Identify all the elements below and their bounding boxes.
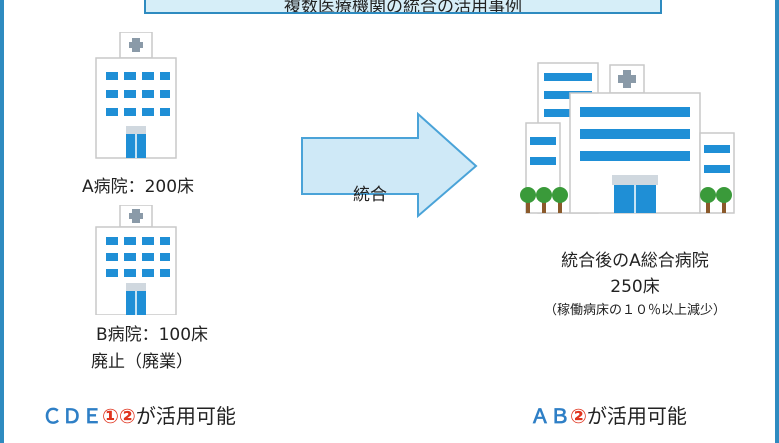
hospital-b-status: 廃止（廃業） <box>91 352 193 372</box>
usage-left-marks: ①② <box>102 404 136 428</box>
usage-right-measures: ＡＢ <box>530 404 570 428</box>
usage-right: ＡＢ②が活用可能 <box>530 400 687 429</box>
title-text: 複数医療機関の統合の活用事例 <box>284 0 522 14</box>
usage-right-suffix: が活用可能 <box>586 404 687 428</box>
frame-left-border <box>0 0 4 443</box>
merge-arrow <box>301 111 478 219</box>
frame-right-border <box>775 0 779 443</box>
merged-hospital-illustration <box>520 62 735 214</box>
hospital-a-label: A病院：200床 <box>81 177 195 197</box>
usage-right-marks: ② <box>570 404 587 428</box>
usage-left-measures: ＣＤＥ <box>42 404 102 428</box>
hospital-a-illustration <box>95 32 177 159</box>
usage-left: ＣＤＥ①②が活用可能 <box>42 400 236 429</box>
title-banner: 複数医療機関の統合の活用事例 <box>144 0 662 14</box>
hospital-b-label: B病院：100床 <box>95 325 209 345</box>
merged-hospital-beds: 250床 <box>610 277 660 297</box>
merge-arrow-label: 統合 <box>353 185 387 205</box>
usage-left-suffix: が活用可能 <box>135 404 236 428</box>
merged-hospital-name: 統合後のA総合病院 <box>561 251 709 271</box>
merged-hospital-note: （稼働病床の１０％以上減少） <box>543 303 726 318</box>
hospital-b-illustration <box>95 205 177 315</box>
